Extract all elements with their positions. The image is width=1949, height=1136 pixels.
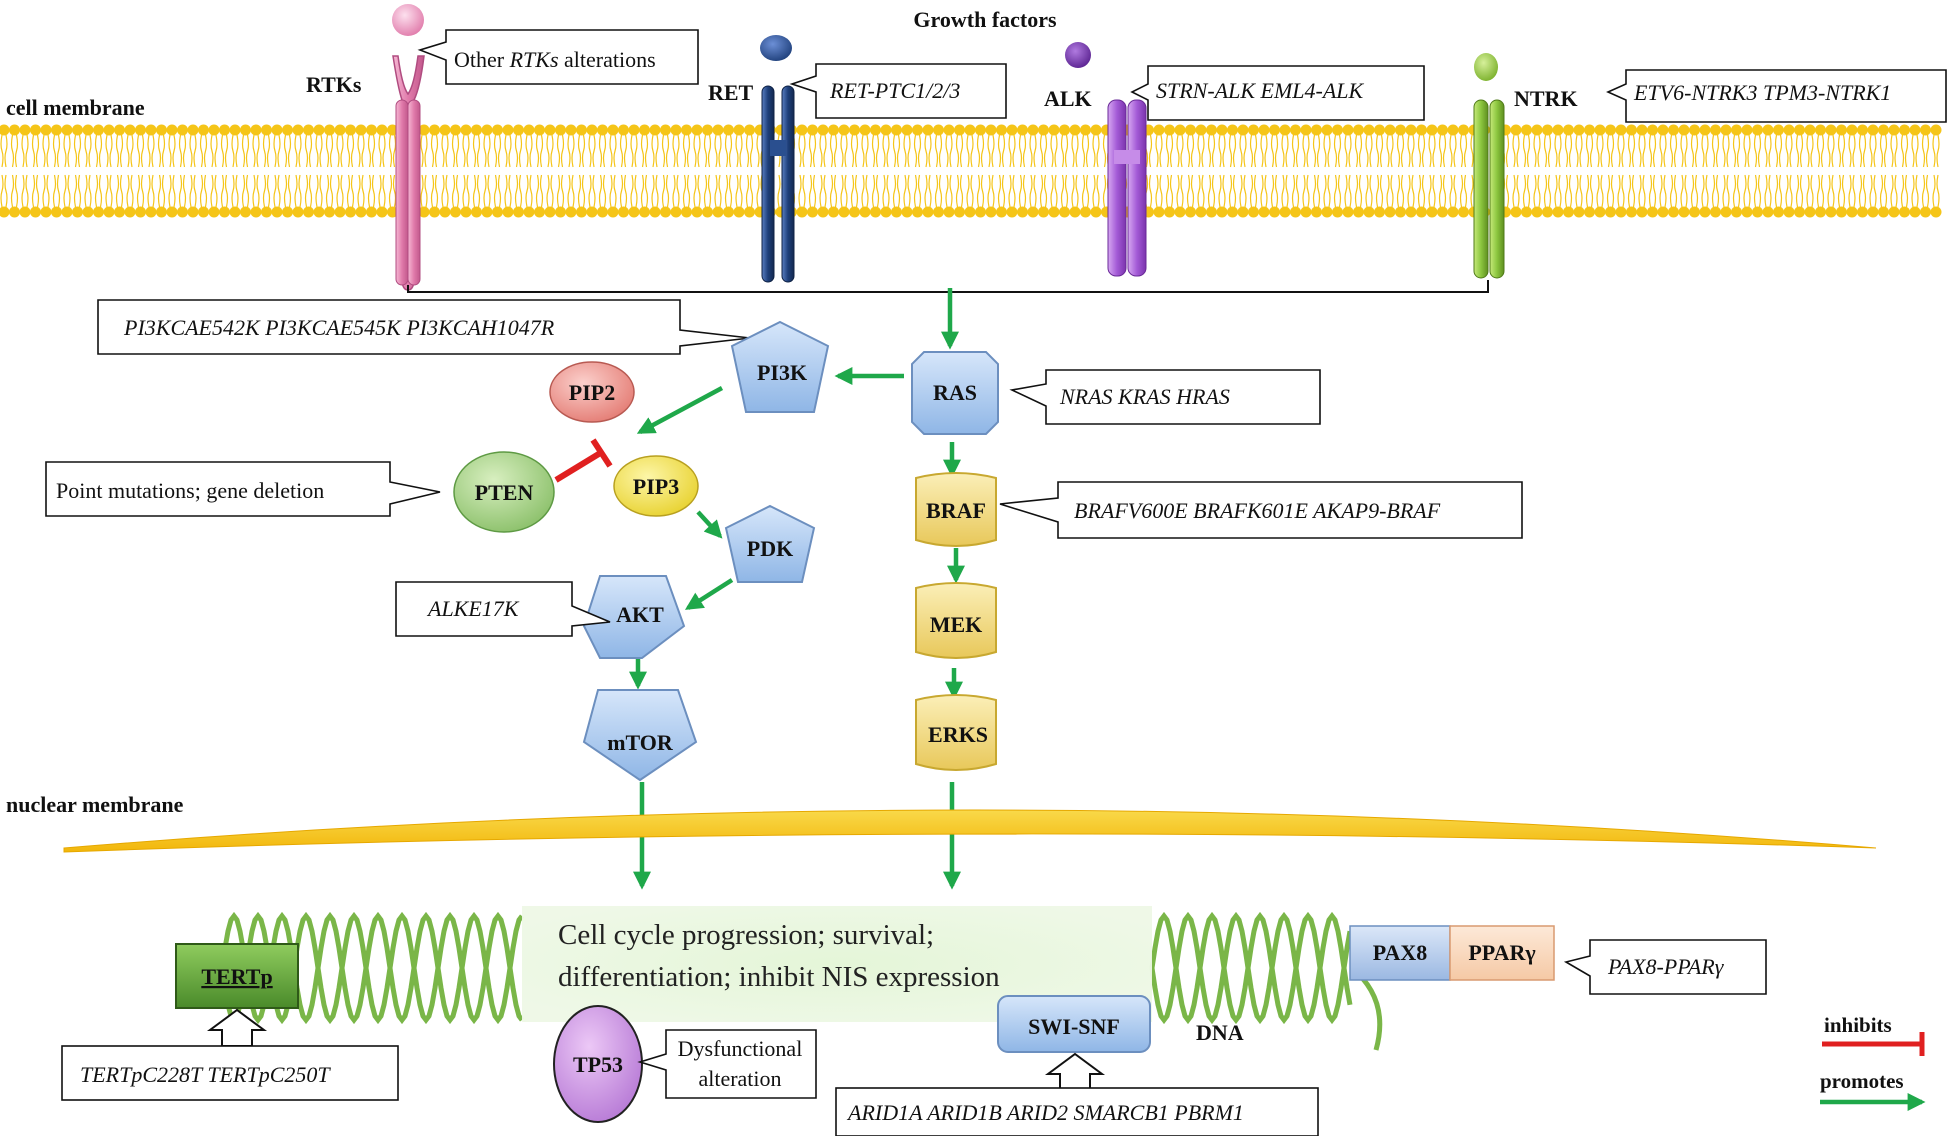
- ras-label: RAS: [933, 380, 977, 405]
- cell-membrane-label: cell membrane: [6, 95, 145, 120]
- tertp-label: TERTp: [201, 964, 272, 989]
- pi3k-label: PI3K: [757, 360, 807, 385]
- pi3k-node: PI3K: [730, 320, 830, 413]
- akt-node: AKT: [582, 575, 686, 659]
- arrow-pip3-pdk: [696, 510, 723, 539]
- pi3k-callout-text: PI3KCAE542K PI3KCAE545K PI3KCAH1047R: [123, 315, 555, 340]
- erks-node: ERKS: [915, 694, 997, 771]
- tertp-callout-text: TERTpC228T TERTpC250T: [80, 1062, 331, 1087]
- tp53-node: TP53: [553, 1005, 643, 1123]
- arrow-pi3k-pip3: [636, 386, 724, 434]
- swisnf-callout: ARID1A ARID1B ARID2 SMARCB1 PBRM1: [835, 1087, 1319, 1136]
- pax8-node: PAX8: [1349, 925, 1451, 981]
- tertp-callout: TERTpC228T TERTpC250T: [61, 1045, 399, 1101]
- ras-callout: NRAS KRAS HRAS: [1009, 369, 1321, 425]
- akt-callout-text: ALKE17K: [426, 596, 520, 621]
- ret-label: RET: [708, 80, 754, 105]
- ntrk-callout-text: ETV6-NTRK3 TPM3-NTRK1: [1633, 80, 1891, 105]
- pax8-label: PAX8: [1373, 940, 1428, 965]
- pdk-label: PDK: [747, 536, 793, 561]
- rtk-callout: Other RTKs alterations: [417, 29, 699, 85]
- pip2-label: PIP2: [569, 380, 615, 405]
- dna-label: DNA: [1196, 1020, 1244, 1045]
- ntrk-ligand: [1474, 53, 1498, 81]
- mek-node: MEK: [915, 582, 997, 659]
- ppar-node: PPARγ: [1449, 925, 1555, 981]
- tertp-node: TERTp: [175, 943, 299, 1009]
- pten-callout: Point mutations; gene deletion: [45, 461, 441, 517]
- legend-promotes-label: promotes: [1820, 1069, 1904, 1093]
- rtk-ligand: [392, 4, 424, 36]
- ntrk-callout: ETV6-NTRK3 TPM3-NTRK1: [1606, 69, 1947, 123]
- tp53-callout: Dysfunctional alteration: [637, 1029, 817, 1099]
- nuclear-membrane: [63, 809, 1877, 853]
- braf-callout-text: BRAFV600E BRAFK601E AKAP9-BRAF: [1074, 498, 1441, 523]
- braf-callout: BRAFV600E BRAFK601E AKAP9-BRAF: [999, 481, 1523, 539]
- outcome-line1: Cell cycle progression; survival;: [558, 919, 934, 951]
- tp53-callout-line2: alteration: [698, 1066, 781, 1091]
- alk-callout: STRN-ALK EML4-ALK: [1130, 65, 1425, 121]
- pax8-callout-text: PAX8-PPARγ: [1607, 954, 1725, 979]
- ret-callout: RET-PTC1/2/3: [789, 63, 1007, 119]
- pi3k-callout: PI3KCAE542K PI3KCAE545K PI3KCAH1047R: [97, 299, 751, 355]
- tertp-up-arrow: [206, 1008, 268, 1047]
- mtor-label: mTOR: [607, 730, 674, 755]
- tp53-callout-line1: Dysfunctional: [678, 1036, 803, 1061]
- pten-callout-text: Point mutations; gene deletion: [56, 478, 324, 503]
- outcome-line2: differentiation; inhibit NIS expression: [558, 961, 1000, 993]
- legend-inhibits-label: inhibits: [1824, 1013, 1892, 1037]
- alk-callout-text: STRN-ALK EML4-ALK: [1156, 78, 1365, 103]
- ppar-label: PPARγ: [1468, 940, 1535, 965]
- braf-label: BRAF: [926, 498, 986, 523]
- ret-ligand: [760, 35, 792, 61]
- svg-text:Other RTKs alterations: Other RTKs alterations: [454, 47, 656, 72]
- cell-membrane-bilayer: [0, 124, 1942, 218]
- swisnf-label: SWI-SNF: [1028, 1014, 1120, 1039]
- pdk-node: PDK: [724, 504, 816, 583]
- pip2-node: PIP2: [549, 361, 635, 423]
- arrow-pdk-akt: [684, 578, 734, 610]
- inhibit-pten-pip3: [554, 438, 613, 483]
- erks-label: ERKS: [928, 722, 988, 747]
- ras-node: RAS: [911, 351, 999, 435]
- legend: inhibits promotes: [1820, 1013, 1926, 1111]
- alk-receptor: [1065, 42, 1147, 277]
- ret-receptor: [760, 35, 795, 283]
- rtks-label: RTKs: [306, 72, 362, 97]
- pip3-label: PIP3: [633, 474, 679, 499]
- growth-factors-label: Growth factors: [913, 7, 1057, 32]
- rtk-callout-italic: RTKs: [509, 47, 559, 72]
- ntrk-label: NTRK: [1514, 86, 1578, 111]
- rtk-callout-prefix: Other: [454, 47, 510, 72]
- tp53-label: TP53: [573, 1052, 623, 1077]
- pax8-callout: PAX8-PPARγ: [1563, 939, 1767, 995]
- braf-node: BRAF: [915, 472, 997, 547]
- alk-ligand: [1065, 42, 1091, 68]
- rtk-receptor: [392, 4, 425, 291]
- swisnf-callout-text: ARID1A ARID1B ARID2 SMARCB1 PBRM1: [846, 1100, 1244, 1125]
- mek-label: MEK: [930, 612, 983, 637]
- nuclear-membrane-label: nuclear membrane: [6, 792, 184, 817]
- swisnf-up-arrow: [1044, 1052, 1106, 1091]
- akt-callout: ALKE17K: [395, 581, 611, 637]
- pten-node: PTEN: [453, 451, 555, 533]
- pten-label: PTEN: [475, 480, 534, 505]
- alk-label: ALK: [1044, 86, 1092, 111]
- ras-callout-text: NRAS KRAS HRAS: [1059, 384, 1230, 409]
- pip3-node: PIP3: [613, 455, 699, 517]
- akt-label: AKT: [616, 602, 664, 627]
- mtor-node: mTOR: [582, 689, 698, 782]
- ret-callout-text: RET-PTC1/2/3: [829, 78, 960, 103]
- swisnf-node: SWI-SNF: [997, 995, 1151, 1053]
- rtk-callout-suffix: alterations: [559, 47, 656, 72]
- ntrk-receptor: [1473, 53, 1505, 279]
